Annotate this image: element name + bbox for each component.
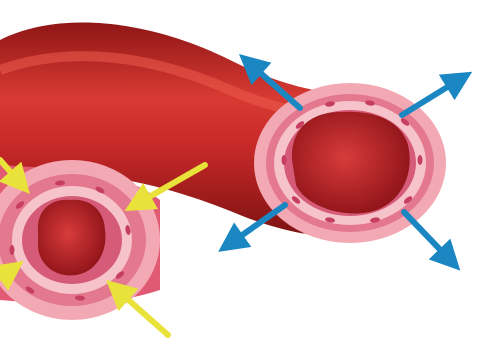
arrow-up-right [402,78,462,115]
arrow-down-right [404,212,452,262]
